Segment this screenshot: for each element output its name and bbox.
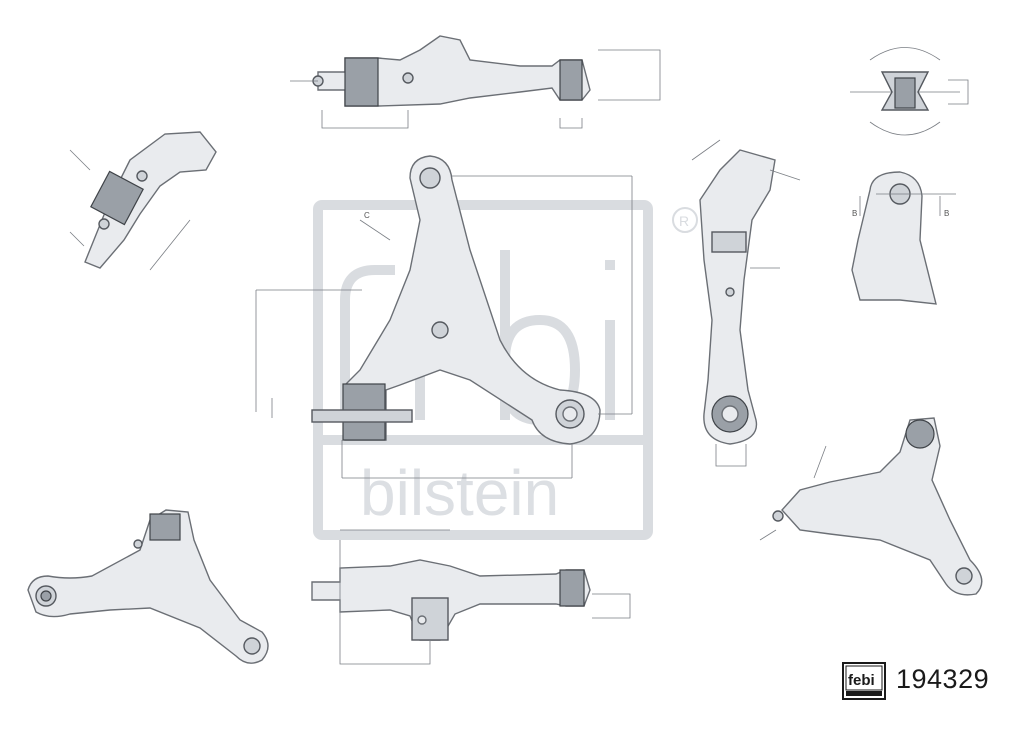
angle-label-b-left: B [852,209,857,218]
svg-text:febi: febi [848,672,875,689]
febi-brand-badge: febi [842,662,886,700]
watermark-text: bilstein [360,457,559,529]
arm-lower-right-perspective [759,417,983,596]
angle-label-b-right: B [944,209,949,218]
bushing-detail-top [850,47,969,136]
febi-logo-icon: febi [845,665,883,696]
svg-text:R: R [679,213,689,229]
arm-lower-left-perspective [27,509,269,664]
part-number: 194329 [896,664,990,694]
ball-joint-detail: B B [851,171,956,305]
angle-label-c: C [364,211,370,220]
arm-top-view [290,35,661,129]
arm-main-front-view: C [255,155,633,479]
arm-left-perspective [69,131,217,271]
arm-right-side-view [691,139,801,467]
arm-bottom-view [311,529,631,665]
